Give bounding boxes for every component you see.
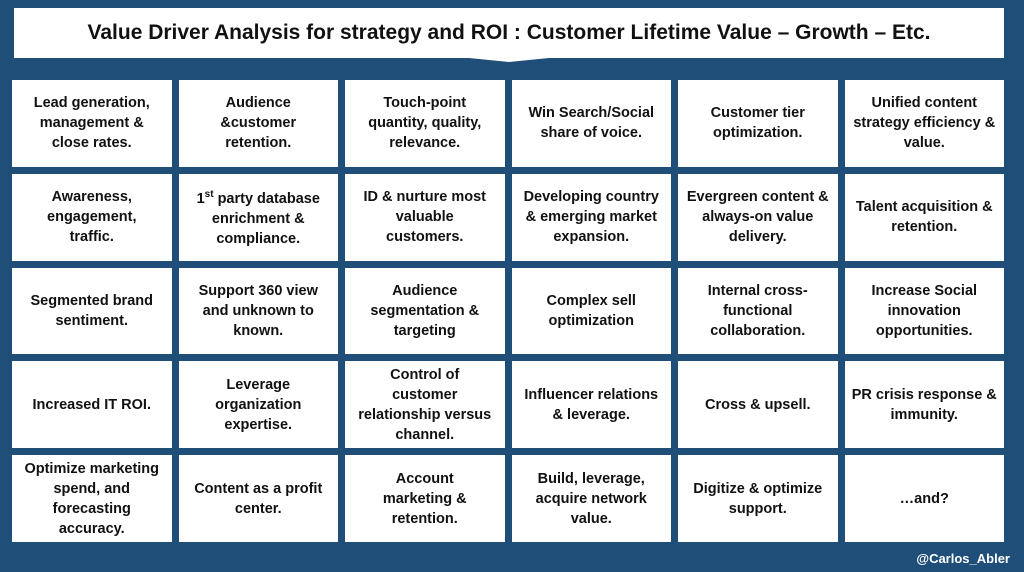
value-driver-cell: Optimize marketing spend, and forecastin…: [12, 455, 172, 542]
value-driver-cell: Awareness, engagement, traffic.: [12, 173, 172, 261]
value-driver-cell: Developing country & emerging market exp…: [511, 173, 671, 261]
value-driver-cell: Leverage organization expertise.: [178, 361, 338, 449]
value-driver-cell: Increase Social innovation opportunities…: [844, 267, 1004, 355]
value-driver-cell: Content as a profit center.: [178, 455, 338, 542]
value-driver-cell: Talent acquisition & retention.: [844, 173, 1004, 261]
value-driver-cell: Digitize & optimize support.: [678, 455, 838, 542]
value-driver-label: Touch-point quantity, quality, relevance…: [368, 95, 482, 152]
value-driver-cell: Build, leverage, acquire network value.: [511, 455, 671, 542]
value-driver-cell: ID & nurture most valuable customers.: [345, 173, 505, 261]
value-driver-label: Build, leverage, acquire network value.: [535, 470, 647, 527]
value-driver-label: Customer tier optimization.: [710, 105, 805, 142]
value-driver-label: Support 360 view and unknown to known.: [198, 282, 318, 339]
value-driver-label: Complex sell optimization: [546, 292, 636, 329]
value-driver-cell: Control of customer relationship versus …: [345, 361, 505, 449]
value-driver-cell: Customer tier optimization.: [678, 80, 838, 167]
value-driver-label: …and?: [899, 490, 949, 507]
value-driver-cell: Internal cross- functional collaboration…: [678, 267, 838, 355]
value-driver-label: Awareness, engagement, traffic.: [47, 189, 137, 246]
value-driver-label: Internal cross- functional collaboration…: [707, 282, 808, 339]
value-driver-label: ID & nurture most valuable customers.: [363, 189, 486, 246]
page-title: Value Driver Analysis for strategy and R…: [87, 21, 931, 44]
author-credit: @Carlos_Abler: [916, 551, 1010, 566]
value-driver-label: Content as a profit center.: [194, 480, 323, 517]
value-driver-cell: Lead generation, management & close rate…: [12, 80, 172, 167]
banner-shape: [14, 8, 1004, 62]
value-driver-label: Increase Social innovation opportunities…: [871, 282, 978, 339]
value-driver-label: Increased IT ROI.: [32, 396, 151, 413]
value-driver-label: Audience segmentation & targeting: [370, 282, 480, 339]
value-driver-cell: …and?: [844, 455, 1004, 542]
value-driver-label: Lead generation, management & close rate…: [33, 95, 150, 152]
value-driver-label: Account marketing & retention.: [382, 470, 467, 527]
value-driver-label: 1st party database enrichment & complian…: [196, 189, 320, 248]
value-driver-label: Digitize & optimize support.: [693, 480, 823, 517]
value-driver-cell: Increased IT ROI.: [12, 361, 172, 449]
value-driver-cell: Audience segmentation & targeting: [345, 267, 505, 355]
value-driver-label: Segmented brand sentiment.: [30, 292, 153, 329]
value-driver-label: Developing country & emerging market exp…: [523, 189, 659, 246]
value-driver-cell: Audience &customer retention.: [178, 80, 338, 167]
value-driver-label: PR crisis response & immunity.: [851, 386, 997, 423]
value-driver-label: Audience &customer retention.: [220, 95, 297, 152]
value-driver-cell: Account marketing & retention.: [345, 455, 505, 542]
value-driver-label: Optimize marketing spend, and forecastin…: [24, 460, 160, 537]
value-driver-label: Evergreen content & always-on value deli…: [686, 189, 829, 246]
value-driver-cell: PR crisis response & immunity.: [844, 361, 1004, 449]
value-driver-cell: Segmented brand sentiment.: [12, 267, 172, 355]
value-driver-cell: Evergreen content & always-on value deli…: [678, 173, 838, 261]
value-driver-cell: Support 360 view and unknown to known.: [178, 267, 338, 355]
value-driver-cell: 1st party database enrichment & complian…: [178, 173, 338, 261]
value-driver-label: Unified content strategy efficiency & va…: [853, 95, 996, 152]
value-driver-label: Leverage organization expertise.: [215, 376, 302, 433]
value-driver-cell: Unified content strategy efficiency & va…: [844, 80, 1004, 167]
title-banner: Value Driver Analysis for strategy and R…: [14, 8, 1004, 62]
value-driver-cell: Complex sell optimization: [511, 267, 671, 355]
value-driver-label: Influencer relations & leverage.: [524, 386, 659, 423]
value-driver-cell: Influencer relations & leverage.: [511, 361, 671, 449]
value-driver-label: Talent acquisition & retention.: [855, 199, 993, 236]
value-driver-cell: Touch-point quantity, quality, relevance…: [345, 80, 505, 167]
value-driver-grid: Lead generation, management & close rate…: [12, 80, 1004, 542]
value-driver-label: Control of customer relationship versus …: [358, 366, 492, 443]
value-driver-label: Cross & upsell.: [704, 396, 811, 413]
value-driver-cell: Cross & upsell.: [678, 361, 838, 449]
value-driver-label: Win Search/Social share of voice.: [528, 105, 655, 142]
value-driver-cell: Win Search/Social share of voice.: [511, 80, 671, 167]
